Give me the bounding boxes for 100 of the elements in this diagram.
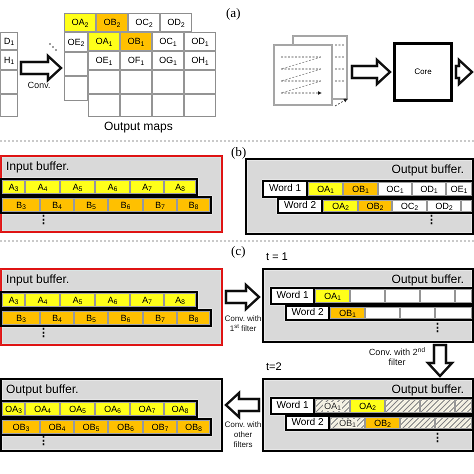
map-entry [461, 200, 472, 212]
panel-title: Output buffer. [392, 382, 464, 396]
ellipsis: ⋮ [38, 436, 49, 447]
map-entry [152, 94, 184, 117]
map-entry [120, 70, 152, 94]
block-arrow [20, 53, 63, 83]
output-buffer-panel [0, 378, 223, 452]
buffer-row [0, 400, 198, 418]
ellipsis: ⋮ [426, 215, 437, 226]
map-entry: OB$_{2}$ [365, 417, 400, 429]
input-buffer-panel [0, 155, 223, 233]
map-entry: OB$_{1}$ [343, 182, 378, 196]
map-entry: B$_{4}$ [40, 198, 74, 212]
map-entry: OE$_{2}$ [64, 32, 88, 52]
buffer-row [285, 415, 474, 431]
panel-title: Input buffer. [6, 159, 70, 173]
map-entry: OB$_{1}$ [120, 32, 152, 51]
map-entry: D$_{1}$ [0, 32, 18, 50]
map-entry: OB$_{7}$ [143, 420, 177, 434]
buffer-row [0, 418, 212, 436]
grid-caption: Output maps [104, 120, 173, 132]
map-entry: OD$_{2}$ [160, 13, 192, 32]
map-entry: OA$_{1}$ [315, 289, 350, 303]
map-entry [0, 94, 18, 117]
map-entry: B$_{3}$ [2, 198, 40, 212]
hatched-entry [435, 417, 472, 429]
buffer-row [270, 287, 474, 305]
map-entry [120, 94, 152, 117]
map-entry: B$_{5}$ [74, 198, 108, 212]
map-entry: B$_{8}$ [177, 198, 210, 212]
map-entry: A$_{8}$ [164, 293, 196, 307]
edge-label: Conv. with other filters [224, 420, 262, 450]
map-entry: B$_{8}$ [177, 311, 210, 325]
edge-label: Conv. with 2$^{nd}$ filter [368, 347, 426, 367]
map-entry: OA$_{1}$ [308, 182, 343, 196]
ellipsis: ⋮ [38, 215, 49, 226]
map-entry: A$_{7}$ [130, 180, 164, 194]
map-entry: OE$_{1}$ [446, 182, 472, 196]
panel-letter: (b) [231, 145, 246, 158]
map-entry [455, 289, 472, 303]
panel-title: Output buffer. [392, 162, 464, 176]
map-entry: A$_{4}$ [25, 293, 60, 307]
map-entry [435, 307, 472, 319]
map-entry: OB$_{1}$ [330, 307, 365, 319]
map-entry: OF$_{1}$ [120, 51, 152, 70]
map-entry [385, 289, 420, 303]
map-entry: OC$_{1}$ [152, 32, 184, 51]
map-entry: OA$_{4}$ [25, 402, 60, 416]
block-arrow [350, 57, 392, 87]
map-entry: OA$_{1}$ [88, 32, 120, 51]
map-entry: A$_{8}$ [164, 180, 196, 194]
stacked-sheets-drawing [273, 35, 349, 107]
panel-title: Output buffer. [392, 272, 464, 286]
map-entry [365, 307, 400, 319]
map-entry: OA$_{6}$ [95, 402, 130, 416]
map-entry: B$_{6}$ [108, 198, 143, 212]
map-entry: A$_{4}$ [25, 180, 60, 194]
map-entry [88, 94, 120, 117]
map-entry: OB$_{2}$ [96, 13, 128, 32]
map-entry [64, 76, 88, 101]
map-entry: OH$_{1}$ [184, 51, 216, 70]
map-entry: A$_{7}$ [130, 293, 164, 307]
map-entry: OC$_{2}$ [128, 13, 160, 32]
buffer-row [0, 178, 198, 196]
ellipsis: ⋮ [432, 433, 443, 444]
map-entry: B$_{7}$ [143, 311, 177, 325]
map-entry [0, 70, 18, 94]
output-buffer-panel [245, 158, 474, 235]
map-entry: OA$_{2}$ [350, 399, 385, 413]
hatched-entry: OA$_{1}$ [315, 399, 350, 413]
map-entry: OA$_{5}$ [60, 402, 95, 416]
map-entry: OA$_{8}$ [164, 402, 196, 416]
map-entry [420, 289, 455, 303]
map-entry: OG$_{1}$ [152, 51, 184, 70]
hatched-entry [385, 399, 420, 413]
map-entry [184, 70, 216, 94]
buffer-row [262, 180, 474, 198]
map-entry: OB$_{2}$ [358, 200, 392, 212]
buffer-row [0, 291, 198, 309]
map-entry: OB$_{4}$ [40, 420, 74, 434]
map-entry [400, 307, 435, 319]
map-entry: B$_{4}$ [40, 311, 74, 325]
time-label: t=2 [266, 362, 282, 373]
map-entry: OD$_{1}$ [412, 182, 446, 196]
map-entry [88, 70, 120, 94]
map-entry: A$_{3}$ [2, 180, 25, 194]
time-label: t = 1 [266, 252, 288, 263]
map-entry: A$_{5}$ [60, 293, 95, 307]
buffer-row [0, 196, 212, 214]
edge-label: Conv. [26, 80, 52, 90]
ellipsis: ⋮ [38, 328, 49, 339]
map-entry: H$_{1}$ [0, 50, 18, 70]
map-entry: OA$_{2}$ [64, 13, 96, 32]
map-entry: OD$_{1}$ [184, 32, 216, 51]
map-entry: B$_{7}$ [143, 198, 177, 212]
map-entry: A$_{6}$ [95, 180, 130, 194]
hatched-entry: OB$_{1}$ [330, 417, 365, 429]
map-entry: B$_{3}$ [2, 311, 40, 325]
buffer-row [270, 397, 474, 415]
buffer-row [277, 198, 474, 214]
